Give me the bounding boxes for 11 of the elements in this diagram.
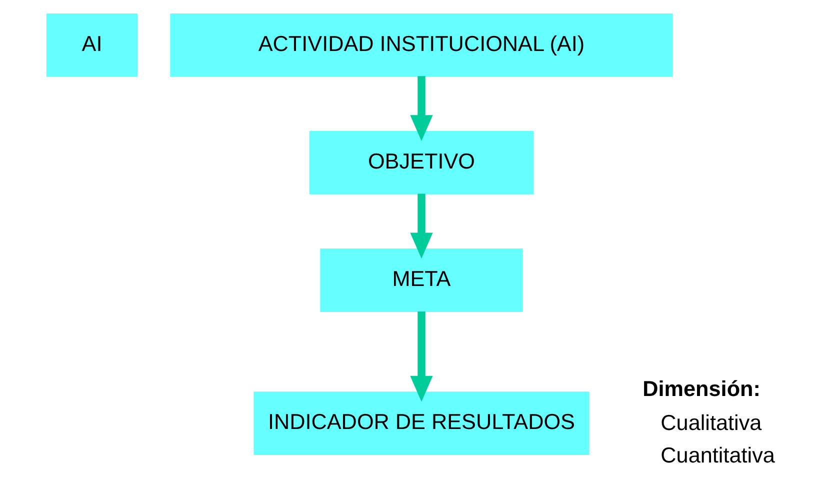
node-box: INDICADOR DE RESULTADOS (254, 392, 590, 456)
node-box: META (320, 248, 523, 312)
node-box: AI (46, 13, 138, 77)
label: Cualitativa (660, 410, 762, 435)
node-box: ACTIVIDAD INSTITUCIONAL (AI) (170, 13, 673, 77)
label: Cuantitativa (660, 442, 775, 468)
label: Dimensión: (642, 376, 760, 401)
node-box: OBJETIVO (309, 131, 534, 194)
arrow (410, 311, 433, 402)
arrow (410, 194, 433, 259)
arrow (410, 76, 433, 142)
